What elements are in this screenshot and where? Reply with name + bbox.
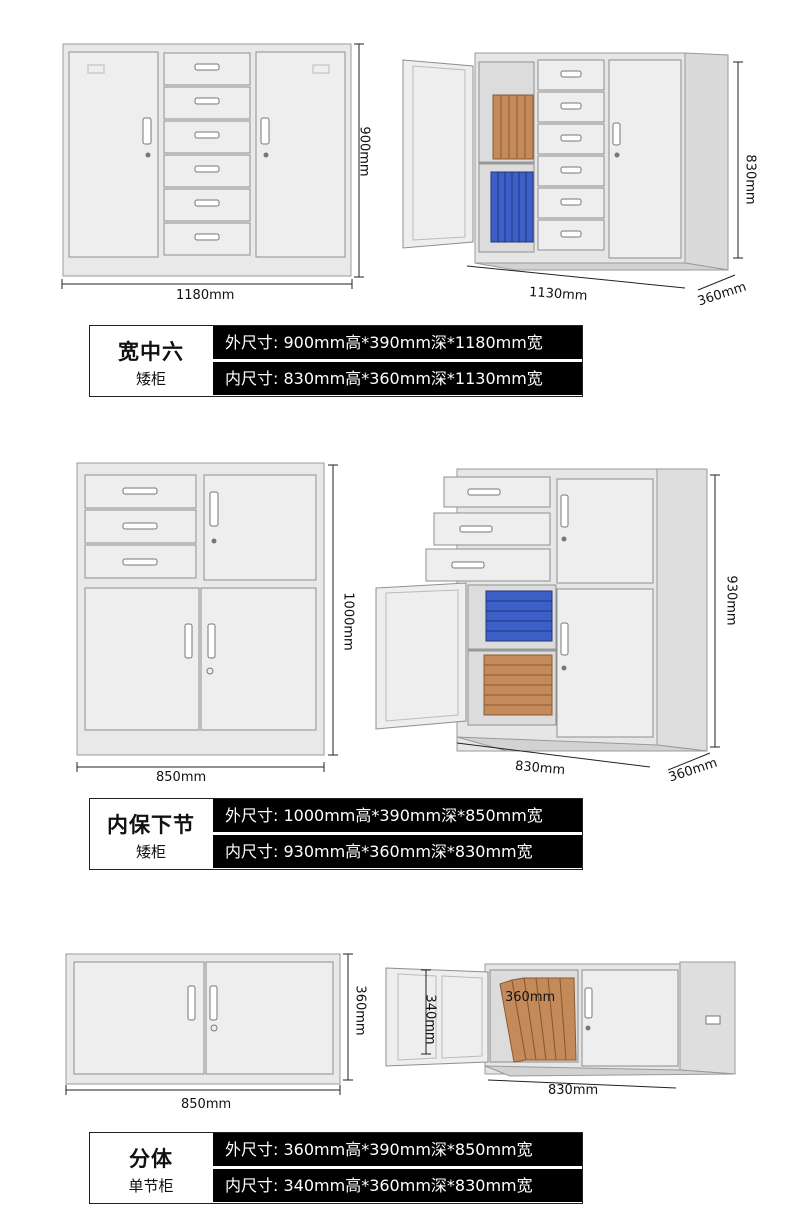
open-width-label-3: 830mm <box>548 1083 599 1098</box>
spec-panel-2: 内保下节 矮柜 外尺寸: 1000mm高*390mm深*850mm宽 内尺寸: … <box>89 798 583 870</box>
spec-panel-1: 宽中六 矮柜 外尺寸: 900mm高*390mm深*1180mm宽 内尺寸: 8… <box>89 325 583 397</box>
inner-size-1: 内尺寸: 830mm高*360mm深*1130mm宽 <box>213 362 582 395</box>
open-depth-label-3: 360mm <box>505 990 556 1005</box>
front-height-label-2: 1000mm <box>340 592 356 651</box>
cabinet-open-view-2 <box>375 468 720 771</box>
model-subtitle-2: 矮柜 <box>135 843 166 861</box>
model-name-3: 分体 单节柜 <box>90 1133 212 1203</box>
inner-size-3: 内尺寸: 340mm高*360mm深*830mm宽 <box>213 1169 582 1202</box>
front-height-label-3: 360mm <box>352 985 368 1036</box>
outer-size-2: 外尺寸: 1000mm高*390mm深*850mm宽 <box>213 799 582 832</box>
open-height-label-2: 930mm <box>723 575 739 626</box>
spec-panel-3: 分体 单节柜 外尺寸: 360mm高*390mm深*850mm宽 内尺寸: 34… <box>89 1132 583 1204</box>
model-title-3: 分体 <box>129 1147 173 1171</box>
front-width-label-2: 850mm <box>156 770 207 785</box>
cabinet-front-view-2 <box>76 462 338 772</box>
front-width-label-3: 850mm <box>181 1097 232 1112</box>
cabinet-open-view-3 <box>385 961 736 1089</box>
open-height-label-3: 340mm <box>422 994 438 1045</box>
cabinet-front-view-1 <box>61 43 364 289</box>
model-name-2: 内保下节 矮柜 <box>90 799 212 869</box>
open-height-label-1: 830mm <box>742 154 758 205</box>
model-title-2: 内保下节 <box>107 813 195 837</box>
outer-size-1: 外尺寸: 900mm高*390mm深*1180mm宽 <box>213 326 582 359</box>
outer-size-3: 外尺寸: 360mm高*390mm深*850mm宽 <box>213 1133 582 1166</box>
cabinet-front-view-3 <box>65 953 353 1095</box>
model-name-1: 宽中六 矮柜 <box>90 326 212 396</box>
model-title-1: 宽中六 <box>118 340 184 364</box>
cabinet-open-view-1 <box>402 52 743 291</box>
front-height-label-1: 900mm <box>356 126 372 177</box>
model-subtitle-1: 矮柜 <box>135 370 166 388</box>
inner-size-2: 内尺寸: 930mm高*360mm深*830mm宽 <box>213 835 582 868</box>
model-subtitle-3: 单节柜 <box>128 1177 174 1195</box>
front-width-label-1: 1180mm <box>176 288 235 303</box>
